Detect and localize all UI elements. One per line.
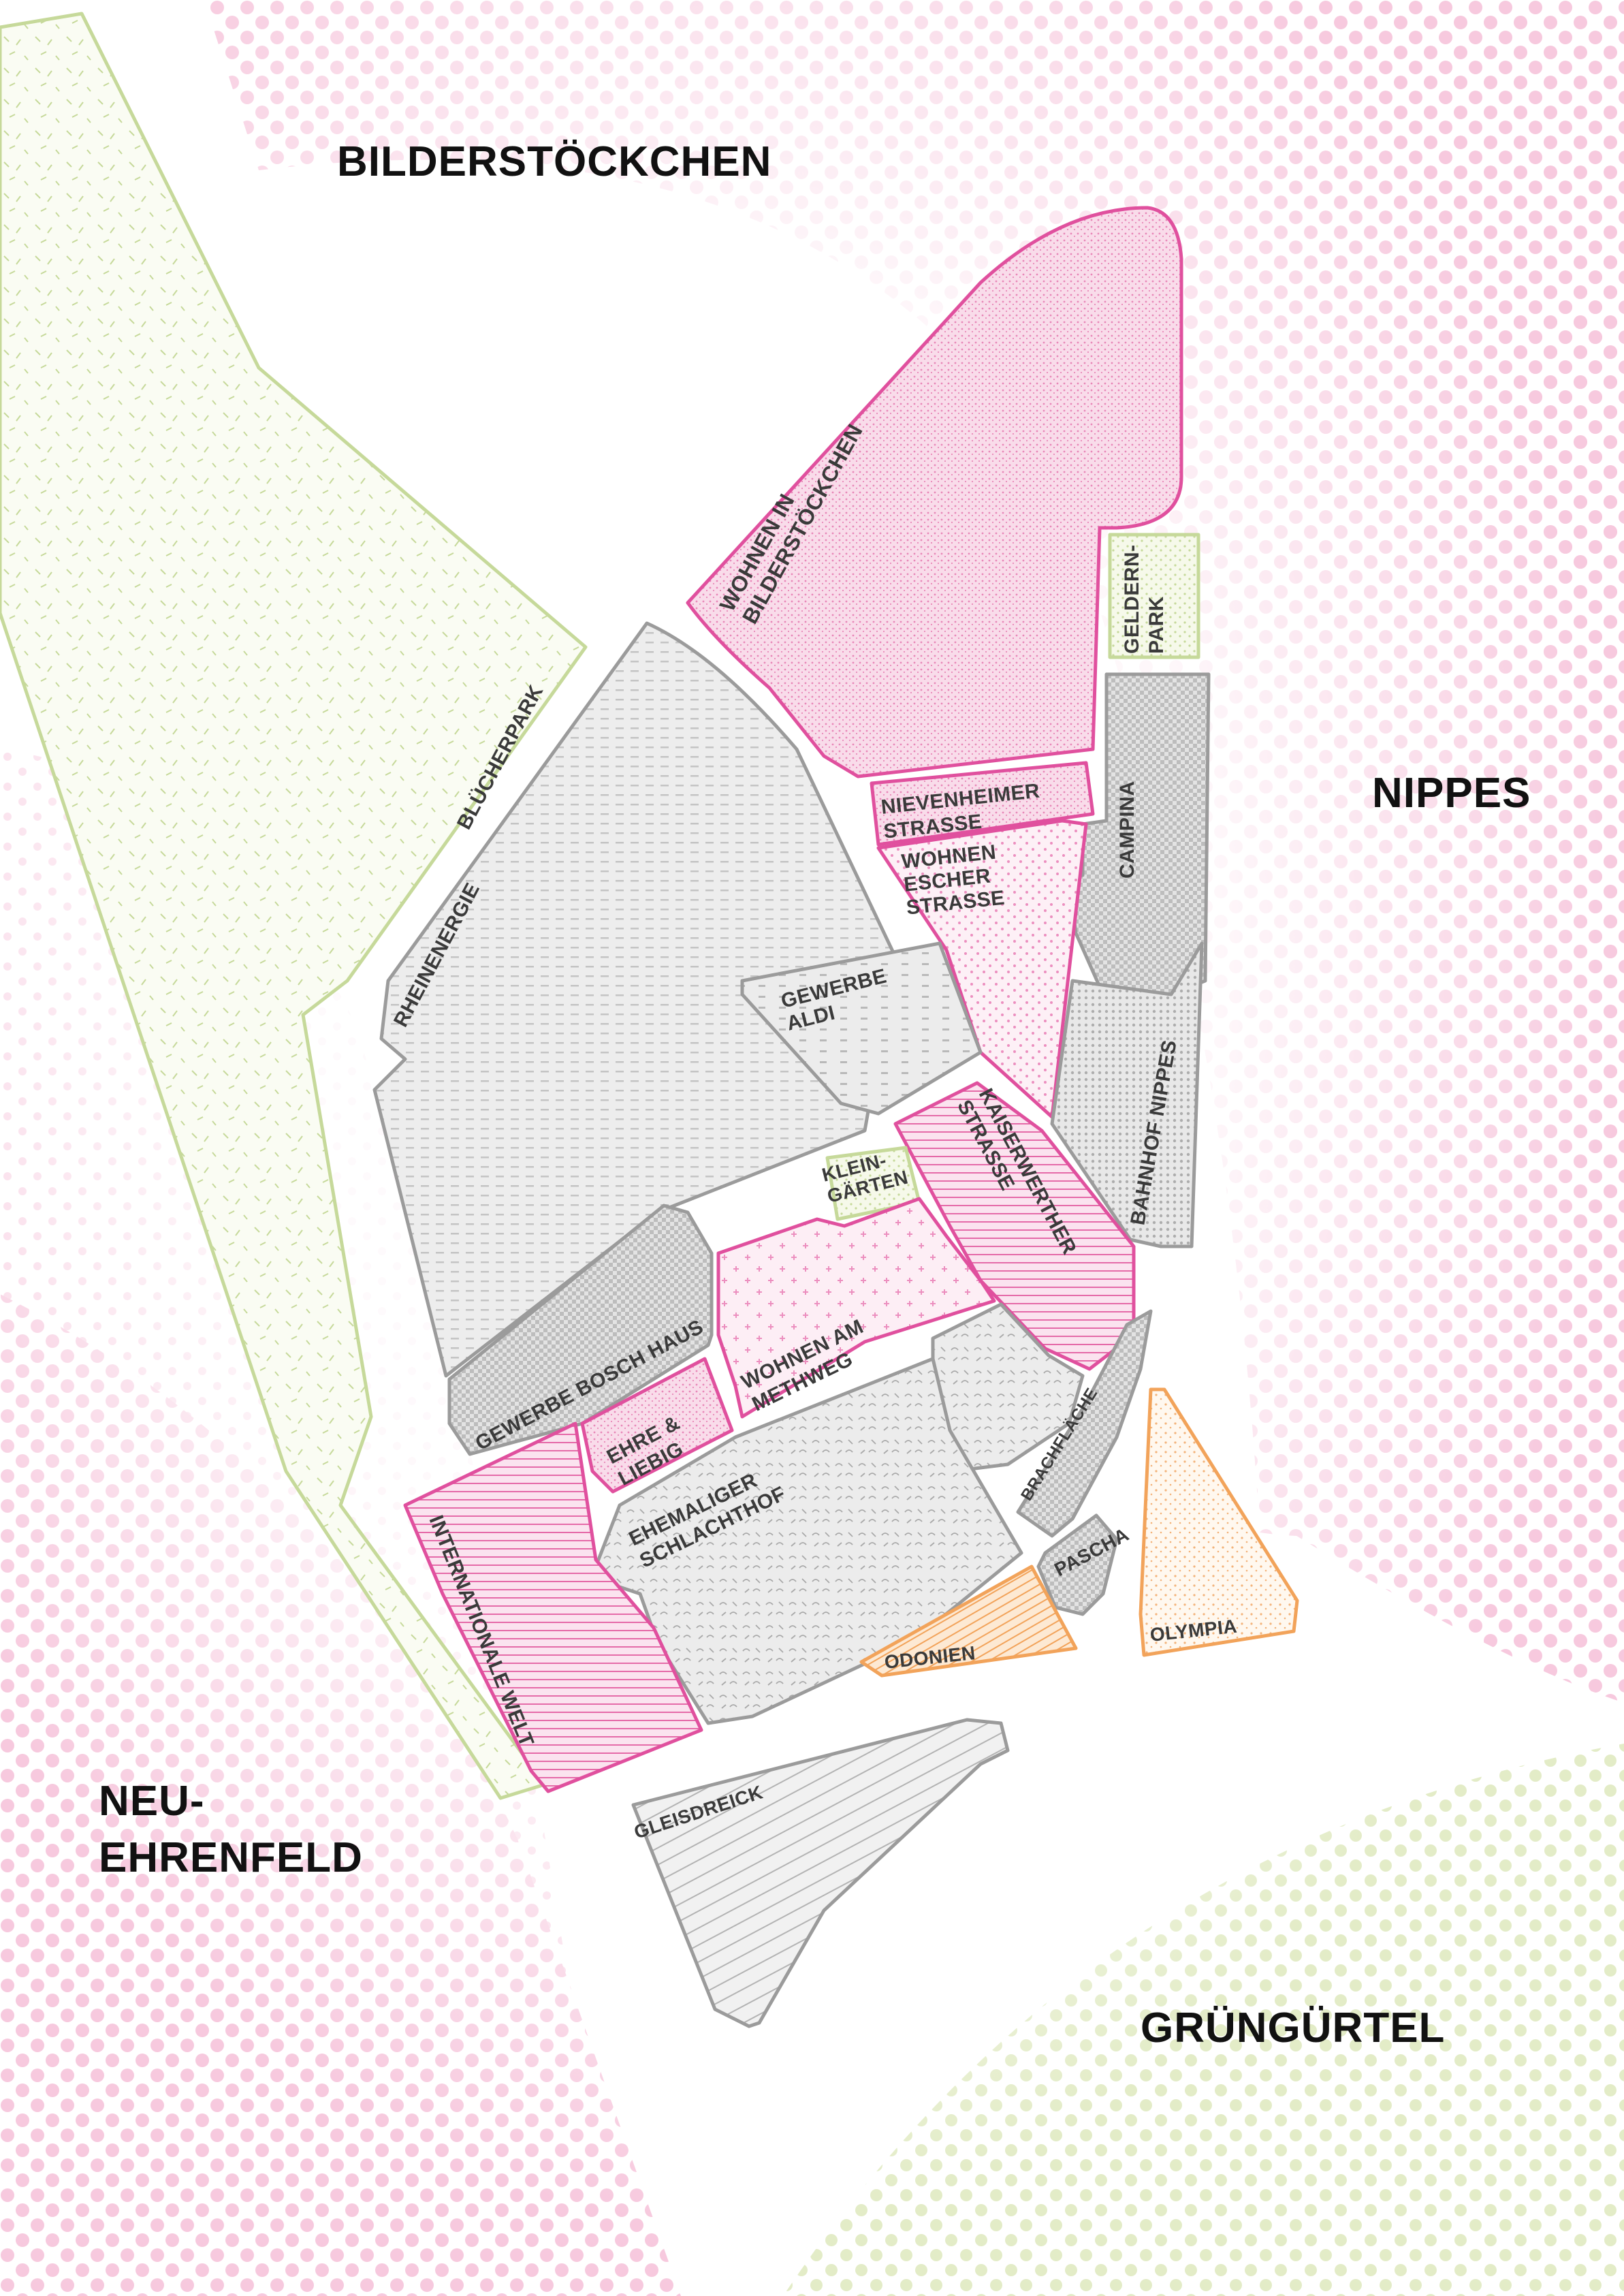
district-label-bilderstoeckchen: BILDERSTÖCKCHEN xyxy=(337,138,771,185)
label-wohnen-escher-strasse: WOHNEN ESCHER STRASSE xyxy=(900,841,1006,919)
parcel-ehre-liebig[interactable] xyxy=(580,1357,734,1494)
parcel-bluecherpark[interactable] xyxy=(0,12,588,1800)
parcel-internationale-welt[interactable] xyxy=(403,1421,703,1793)
district-label-neu-ehrenfeld-line2: EHRENFELD xyxy=(99,1834,363,1881)
district-label-nippes: NIPPES xyxy=(1372,770,1531,817)
parcel-gleisdreick[interactable] xyxy=(631,1718,1010,2028)
parcel-campina[interactable] xyxy=(1067,672,1211,996)
parcel-olympia[interactable] xyxy=(1139,1387,1299,1657)
parcel-nievenheimer-strasse[interactable] xyxy=(870,761,1095,847)
parcel-wohnen-am-methweg[interactable] xyxy=(716,1197,996,1419)
label-geldernpark: GELDERN- PARK xyxy=(1121,544,1168,654)
svg-text:GELDERN-: GELDERN- xyxy=(1121,544,1143,654)
district-label-gruenguertel: GRÜNGÜRTEL xyxy=(1141,2004,1445,2051)
parcel-bahnhof-nippes[interactable] xyxy=(1050,941,1204,1248)
district-label-neu-ehrenfeld-line1: NEU- xyxy=(99,1778,205,1825)
parcel-odonien[interactable] xyxy=(859,1564,1078,1678)
parcel-wohnen-bilderstoeckchen[interactable] xyxy=(686,206,1183,779)
parcel-geldernpark[interactable] xyxy=(1108,533,1200,659)
svg-text:CAMPINA: CAMPINA xyxy=(1116,781,1139,879)
svg-text:PARK: PARK xyxy=(1145,596,1168,654)
parcel-gewerbe-bosch-haus[interactable] xyxy=(447,1204,714,1456)
parcel-gewerbe-aldi[interactable] xyxy=(740,941,983,1116)
parcel-brachflaeche[interactable] xyxy=(1016,1309,1153,1538)
parcel-pascha[interactable] xyxy=(1036,1513,1119,1616)
label-campina: CAMPINA xyxy=(1116,781,1139,879)
parcel-rheinenergie[interactable] xyxy=(372,621,897,1378)
